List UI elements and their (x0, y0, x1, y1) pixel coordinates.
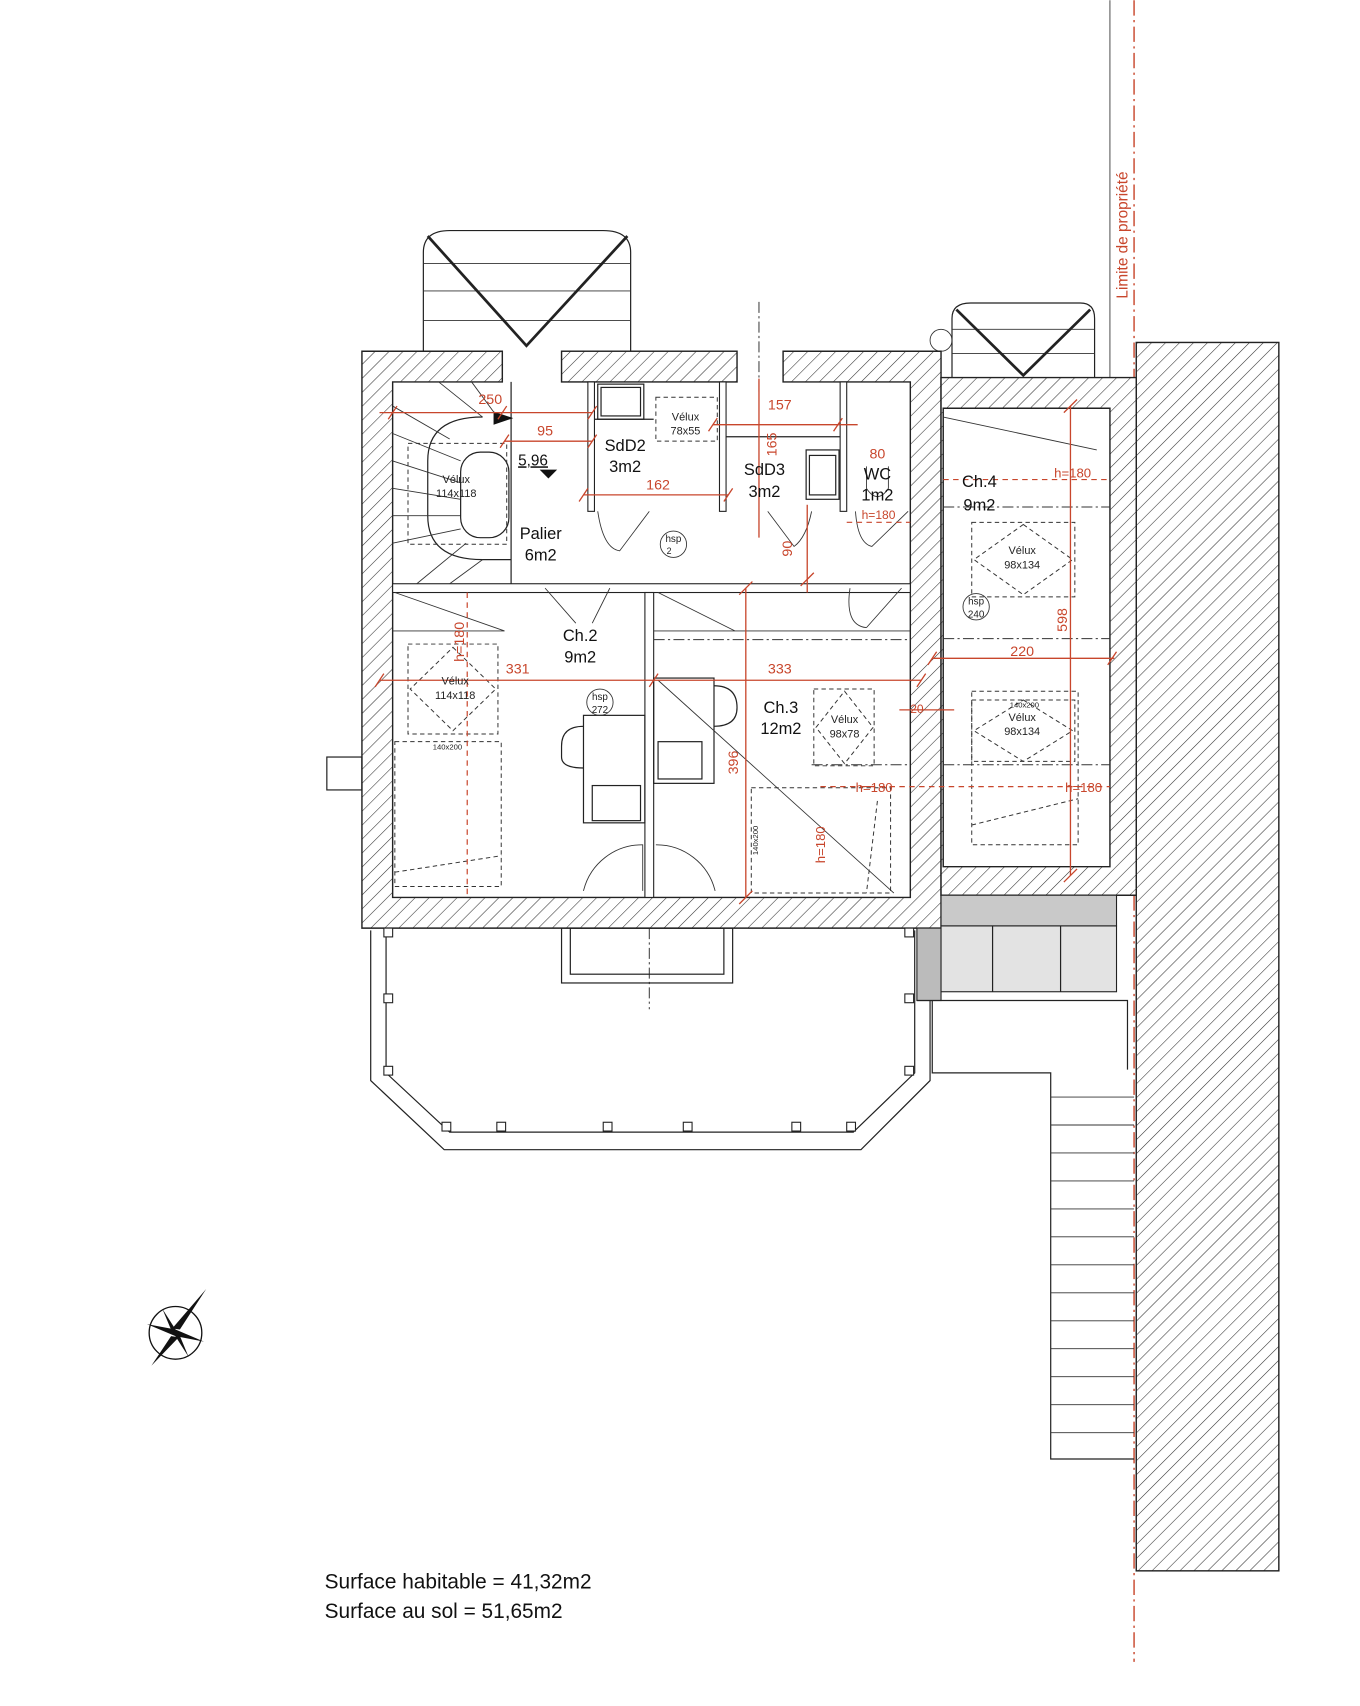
room-ch2-area: 9m2 (564, 649, 596, 667)
room-ch3-name: Ch.3 (764, 699, 799, 717)
room-sdd2-name: SdD2 (605, 437, 646, 455)
dim-h180-ch3-bed: h=180 (813, 826, 828, 863)
velux-label: Vélux (831, 714, 859, 726)
bed-size: 140x200 (433, 742, 462, 751)
exterior-stairs (1050, 1096, 1135, 1434)
velux-label: Vélux (672, 411, 700, 423)
neighbour-ground (1135, 341, 1280, 1572)
velux-size: 114x118 (435, 690, 475, 702)
velux-label: Vélux (441, 676, 469, 688)
dim-h180-ch4-top: h=180 (1054, 465, 1091, 480)
room-ch4-area: 9m2 (963, 496, 995, 514)
dim-h180-ch4-bottom: h=180 (1065, 780, 1102, 795)
velux-label: Vélux (1008, 712, 1036, 724)
hsp-value: 240 (968, 610, 985, 621)
hsp-markers: hsp 2 hsp 272 hsp 240 (586, 530, 990, 716)
dim-598: 598 (1055, 608, 1071, 632)
velux-label: Vélux (443, 474, 471, 486)
room-wc-area: 1m2 (861, 486, 893, 504)
dimension-labels: 250 95 162 157 165 80 h=180 90 h=180 598… (452, 392, 1102, 863)
room-palier-area: 6m2 (525, 547, 557, 565)
dim-80: 80 (869, 447, 885, 463)
terrace-block (916, 894, 1135, 1460)
dim-331: 331 (506, 662, 530, 678)
dim-h180-ch2: h=180 (452, 622, 468, 662)
dim-220: 220 (1010, 644, 1034, 660)
room-palier-name: Palier (520, 525, 563, 543)
property-line-label: Limite de propriété (1114, 171, 1131, 298)
room-ch2-name: Ch.2 (563, 627, 598, 645)
dormer-right (929, 302, 1096, 378)
velux-size: 114x118 (436, 488, 476, 500)
dim-20: 20 (910, 702, 924, 716)
dim-h180-ch3-top: h=180 (856, 780, 893, 795)
staircase (392, 381, 558, 585)
hsp-label: hsp (592, 692, 608, 703)
hsp-label: hsp (968, 597, 984, 608)
dim-165: 165 (765, 432, 781, 456)
surface-sol: Surface au sol = 51,65m2 (325, 1600, 563, 1623)
velux-labels: Vélux 114x118 Vélux 78x55 Vélux 114x118 … (433, 411, 1040, 855)
room-sdd3-name: SdD3 (744, 461, 785, 479)
dim-250: 250 (478, 392, 502, 408)
dim-333: 333 (768, 662, 792, 678)
room-sdd3-area: 3m2 (748, 483, 780, 501)
velux-size: 98x134 (1004, 559, 1040, 571)
bed-size: 140x200 (1010, 701, 1039, 710)
hsp-value: 272 (592, 705, 608, 716)
dim-396: 396 (726, 751, 742, 775)
balcony (370, 927, 931, 1151)
velux-size: 98x134 (1004, 726, 1040, 738)
velux-size: 98x78 (830, 728, 860, 740)
room-sdd2-area: 3m2 (609, 458, 641, 476)
compass-icon (146, 1288, 207, 1366)
dim-157: 157 (768, 397, 792, 413)
surface-habitable: Surface habitable = 41,32m2 (325, 1570, 592, 1593)
furniture (392, 301, 1110, 1010)
velux-label: Vélux (1008, 545, 1036, 557)
dimension-lines (374, 378, 1118, 905)
fixtures (544, 383, 909, 891)
hsp-value: 2 (667, 546, 672, 556)
level-mark: 5,96 (518, 452, 548, 469)
dim-162: 162 (646, 477, 670, 493)
bed-size: 140x200 (751, 826, 760, 855)
dormer-left (422, 229, 632, 352)
room-labels: Palier 6m2 SdD2 3m2 SdD3 3m2 WC 1m2 Ch.2… (518, 437, 997, 738)
hsp-label: hsp (665, 534, 681, 545)
dim-90: 90 (780, 541, 796, 557)
velux-windows (407, 396, 1076, 767)
room-ch3-area: 12m2 (760, 720, 801, 738)
velux-size: 78x55 (671, 426, 701, 438)
dim-h180-wc: h=180 (862, 508, 896, 522)
room-ch4-name: Ch.4 (962, 473, 997, 491)
dim-95: 95 (537, 424, 553, 440)
room-wc-name: WC (864, 466, 892, 484)
